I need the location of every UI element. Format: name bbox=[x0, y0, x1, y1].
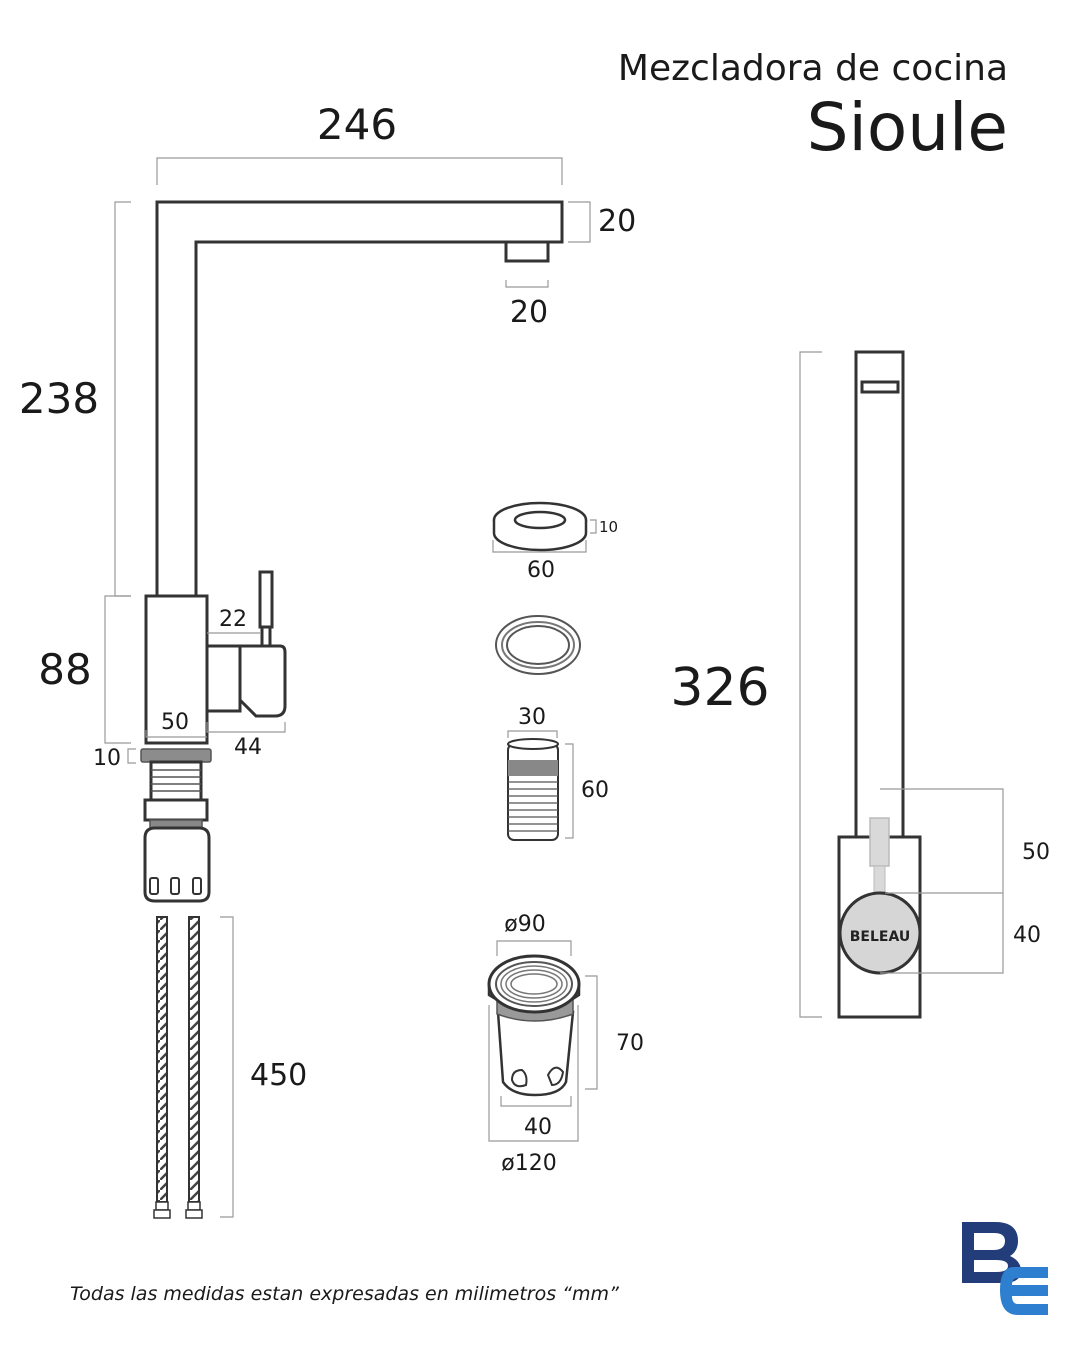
part-rod-length: 60 bbox=[581, 778, 609, 803]
dim-handle-depth: 44 bbox=[234, 735, 262, 760]
part-threaded-rod bbox=[507, 730, 574, 841]
dim-side-total-height: 326 bbox=[670, 658, 769, 718]
part-base-bottom-width: 40 bbox=[524, 1115, 552, 1140]
part-rod-diameter: 30 bbox=[518, 705, 546, 730]
part-washer-diameter: 60 bbox=[527, 558, 555, 583]
dim-spout-height: 238 bbox=[19, 374, 99, 423]
part-washer-thickness: 10 bbox=[599, 518, 618, 536]
faucet-front-view bbox=[140, 200, 564, 903]
part-oring bbox=[495, 615, 581, 675]
dim-hose-length: 450 bbox=[250, 1058, 307, 1093]
dim-washer-thickness: 10 bbox=[93, 746, 121, 771]
dim-side-knob-height: 40 bbox=[1013, 923, 1041, 948]
dim-body-width: 50 bbox=[161, 710, 189, 735]
part-base-diameter-bottom: ø120 bbox=[501, 1151, 556, 1176]
logo-b-mark bbox=[962, 1222, 1021, 1283]
faucet-side-view bbox=[799, 350, 1004, 1019]
front-dimension-lines bbox=[104, 157, 591, 1218]
dim-spout-length: 246 bbox=[317, 100, 397, 149]
part-base-height: 70 bbox=[616, 1031, 644, 1056]
logo-e-mark bbox=[1000, 1267, 1048, 1315]
dim-body-height: 88 bbox=[38, 645, 91, 694]
part-base-diameter-top: ø90 bbox=[504, 912, 545, 937]
dim-aerator-width: 20 bbox=[510, 295, 548, 330]
part-mounting-base bbox=[487, 940, 598, 1142]
brand-logo bbox=[962, 1222, 1048, 1315]
part-washer-top bbox=[492, 501, 597, 553]
dim-side-handle-height: 50 bbox=[1022, 840, 1050, 865]
dim-handle-offset: 22 bbox=[219, 607, 247, 632]
dim-spout-thickness: 20 bbox=[598, 204, 636, 239]
supply-hoses bbox=[153, 916, 203, 1219]
product-model-title: Sioule bbox=[807, 89, 1008, 166]
product-subtitle: Mezcladora de cocina bbox=[618, 48, 1008, 89]
knob-brand-label: BELEAU bbox=[850, 929, 911, 945]
measurement-note: Todas las medidas estan expresadas en mi… bbox=[70, 1283, 619, 1305]
